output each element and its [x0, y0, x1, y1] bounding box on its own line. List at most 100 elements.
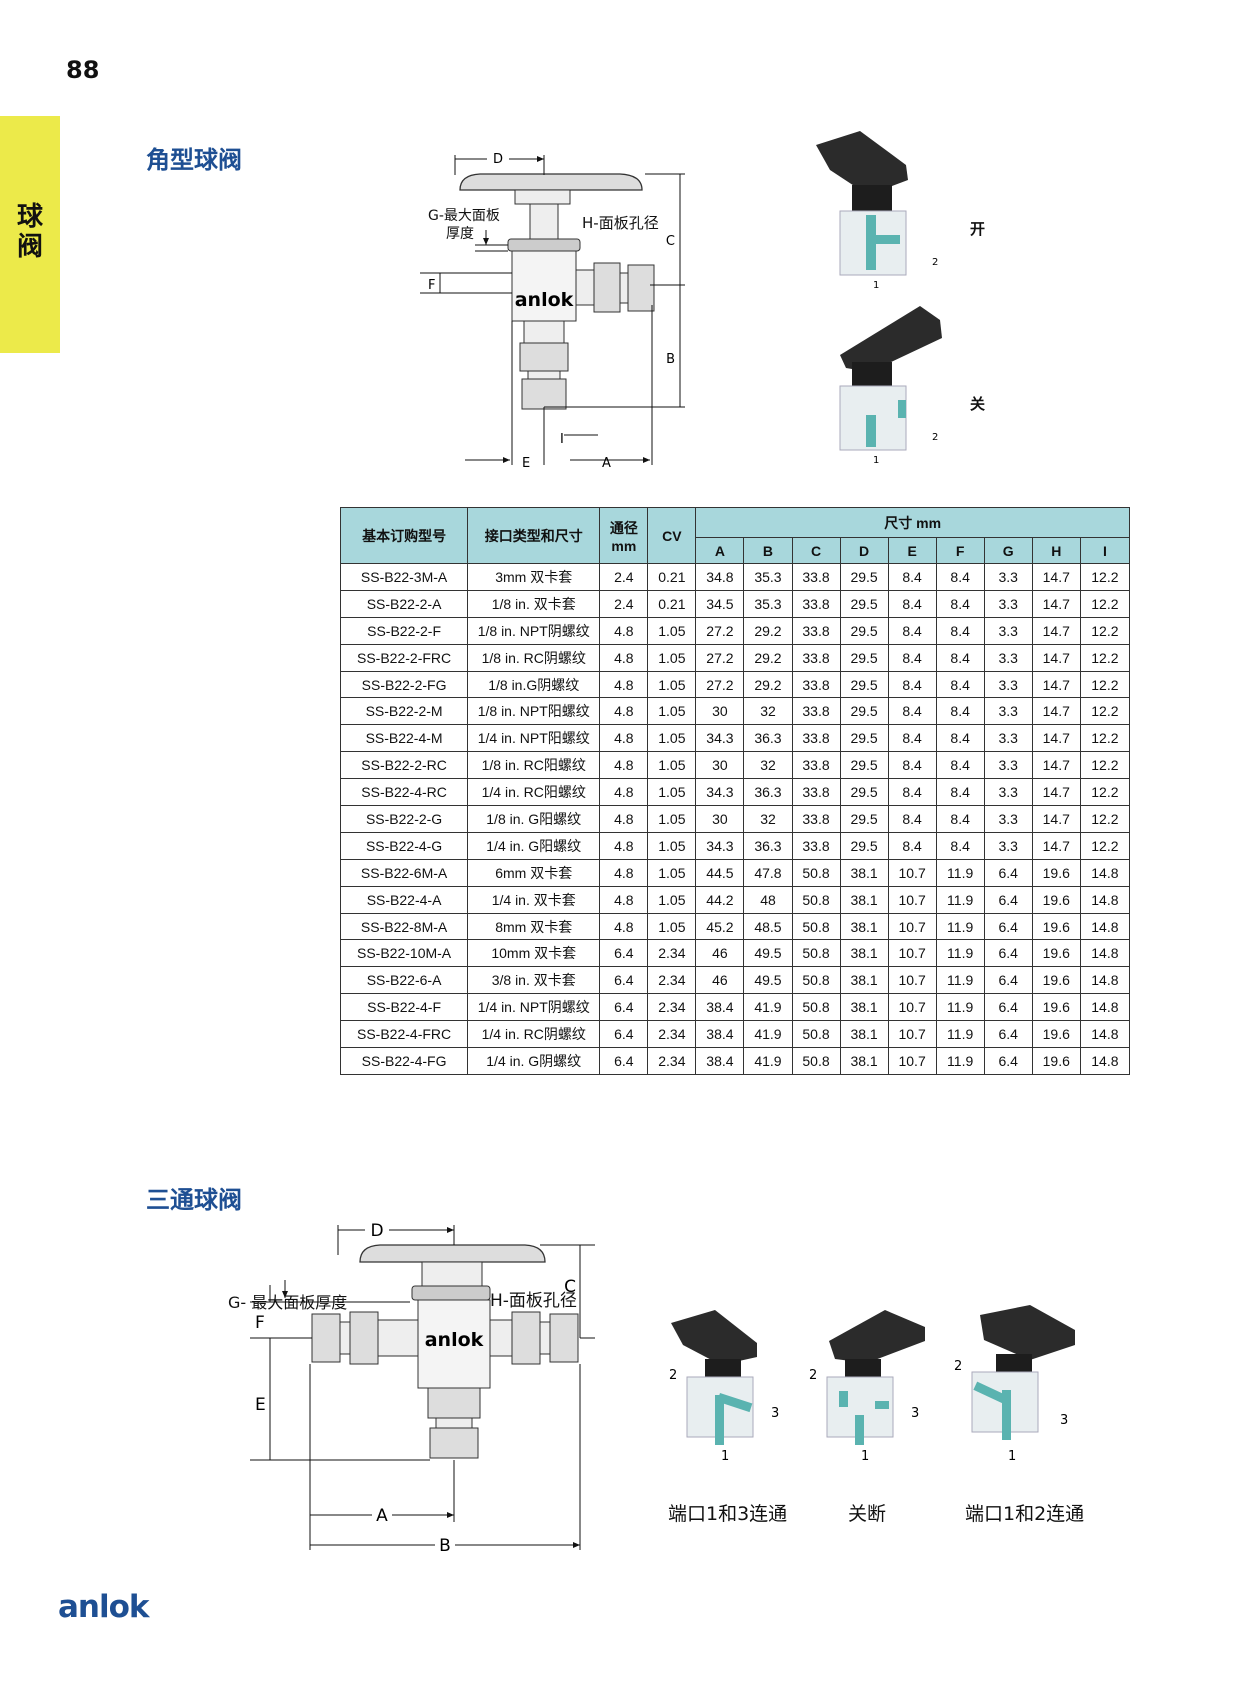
table-cell: SS-B22-4-RC	[339, 778, 469, 807]
table-cell: 11.9	[935, 966, 985, 995]
angle-label-h: H-面板孔径	[582, 214, 659, 232]
table-cell: 33.8	[791, 724, 841, 753]
table-cell: SS-B22-3M-A	[339, 563, 469, 591]
th-bore-2: mm	[611, 537, 637, 554]
table-cell: 14.7	[1031, 805, 1081, 833]
th-model: 基本订购型号	[339, 507, 469, 564]
th-cv: CV	[647, 507, 697, 564]
table-cell: 12.2	[1079, 589, 1131, 618]
table-cell: 4.8	[599, 885, 649, 914]
table-cell: 4.8	[599, 724, 649, 753]
table-cell: 46	[695, 966, 745, 995]
table-cell: 34.3	[695, 778, 745, 807]
table-cell: 0.21	[647, 589, 697, 618]
table-cell: 12.2	[1079, 831, 1131, 860]
angle-closed-port-2: 2	[932, 432, 938, 443]
th-dim-g: G	[983, 537, 1033, 564]
table-cell: 1/8 in.G阴螺纹	[467, 670, 601, 699]
th-dim-c: C	[791, 537, 841, 564]
table-cell: 10.7	[887, 858, 937, 887]
table-cell: 29.2	[743, 670, 793, 699]
table-cell: 14.8	[1079, 993, 1131, 1022]
table-cell: 12.2	[1079, 563, 1131, 591]
angle-closed-port-1: 1	[873, 455, 879, 466]
table-cell: 1/4 in. RC阴螺纹	[467, 1020, 601, 1049]
table-cell: SS-B22-2-A	[339, 589, 469, 618]
table-cell: 3.3	[983, 697, 1033, 726]
table-cell: 41.9	[743, 993, 793, 1022]
table-cell: 3.3	[983, 724, 1033, 753]
table-cell: 38.1	[839, 885, 889, 914]
table-cell: 8.4	[887, 670, 937, 699]
side-tab: 球 阀	[0, 116, 60, 353]
table-cell: 29.5	[839, 697, 889, 726]
table-cell: 30	[695, 805, 745, 833]
table-cell: 10.7	[887, 966, 937, 995]
th-bore-1: 通径	[609, 519, 638, 536]
table-cell: 48.5	[743, 912, 793, 941]
th-dim-i: I	[1079, 537, 1131, 564]
th-dim-a: A	[695, 537, 745, 564]
table-cell: 10.7	[887, 912, 937, 941]
angle-dim-e: E	[522, 456, 530, 471]
three-way-s2-p2: 2	[809, 1368, 817, 1383]
table-cell: 14.7	[1031, 724, 1081, 753]
table-cell: 10mm 双卡套	[467, 939, 601, 968]
table-cell: 8mm 双卡套	[467, 912, 601, 941]
table-cell: 36.3	[743, 778, 793, 807]
table-cell: 41.9	[743, 1020, 793, 1049]
table-cell: 1.05	[647, 885, 697, 914]
table-cell: 34.3	[695, 724, 745, 753]
table-cell: 29.5	[839, 589, 889, 618]
angle-label-g-2: 厚度	[446, 226, 474, 242]
table-cell: 4.8	[599, 778, 649, 807]
table-cell: SS-B22-10M-A	[339, 939, 469, 968]
table-cell: 14.8	[1079, 885, 1131, 914]
angle-closed-label: 关	[970, 395, 986, 413]
table-cell: 3.3	[983, 616, 1033, 645]
table-cell: 14.7	[1031, 616, 1081, 645]
table-cell: 14.7	[1031, 563, 1081, 591]
table-cell: 6.4	[983, 1020, 1033, 1049]
table-cell: 3.3	[983, 805, 1033, 833]
table-cell: 19.6	[1031, 858, 1081, 887]
table-cell: 33.8	[791, 616, 841, 645]
table-cell: 1/8 in. 双卡套	[467, 589, 601, 618]
table-cell: 3.3	[983, 589, 1033, 618]
table-cell: 19.6	[1031, 912, 1081, 941]
table-cell: 34.3	[695, 831, 745, 860]
table-cell: 12.2	[1079, 616, 1131, 645]
table-cell: 2.34	[647, 1020, 697, 1049]
table-cell: 29.2	[743, 643, 793, 672]
table-cell: 1.05	[647, 912, 697, 941]
table-cell: 6.4	[983, 939, 1033, 968]
table-cell: 2.34	[647, 1047, 697, 1075]
table-cell: 11.9	[935, 939, 985, 968]
table-cell: 11.9	[935, 885, 985, 914]
table-cell: 50.8	[791, 858, 841, 887]
table-cell: 33.8	[791, 778, 841, 807]
table-cell: 46	[695, 939, 745, 968]
table-cell: 8.4	[887, 563, 937, 591]
table-cell: 2.4	[599, 589, 649, 618]
table-cell: 34.5	[695, 589, 745, 618]
angle-valve-drawing: anlok D C B F E A I	[420, 150, 685, 471]
table-cell: 10.7	[887, 1047, 937, 1075]
three-way-s3-p1: 1	[1008, 1449, 1016, 1464]
table-cell: 6.4	[983, 912, 1033, 941]
table-cell: 38.4	[695, 1047, 745, 1075]
table-cell: 29.5	[839, 778, 889, 807]
table-cell: 38.1	[839, 966, 889, 995]
three-way-state-3-icon: 2 3 1	[954, 1305, 1075, 1464]
table-cell: 6.4	[599, 966, 649, 995]
table-cell: 29.5	[839, 563, 889, 591]
